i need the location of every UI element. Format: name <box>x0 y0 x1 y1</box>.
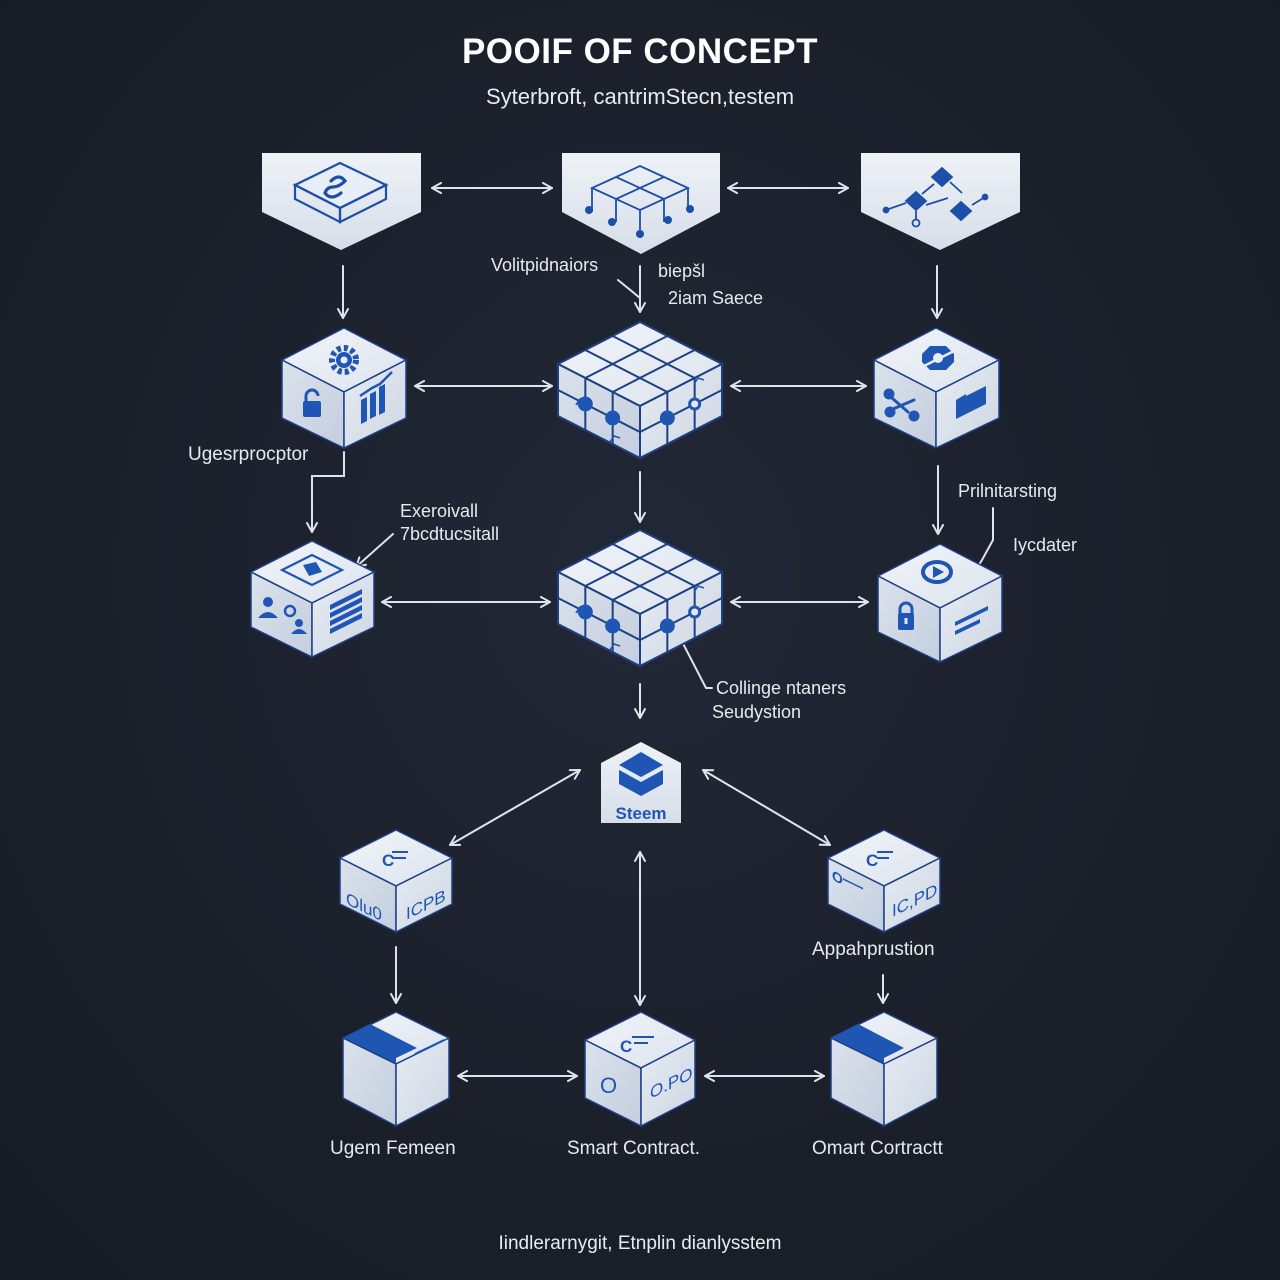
label-ugem-femeen: Ugem Femeen <box>330 1138 456 1159</box>
play-chat-icon <box>921 560 953 584</box>
node-top-left[interactable] <box>262 153 421 250</box>
users-icon <box>258 597 307 634</box>
connectors <box>306 182 994 1082</box>
bottom-center-left-text: O <box>600 1073 617 1098</box>
lock-icon <box>898 601 914 630</box>
node-mid-right[interactable] <box>872 327 1001 450</box>
node-mid-left[interactable] <box>280 327 408 450</box>
image-frame-icon <box>279 553 345 587</box>
s-token-icon <box>292 161 389 224</box>
lock-open-icon <box>303 388 321 417</box>
node-ring-left[interactable]: C Olu0 ICPB <box>338 829 454 934</box>
diagram-footer: Iindlerarnygit, Etnplin dianlysstem <box>498 1233 782 1254</box>
node-top-right[interactable] <box>861 153 1020 250</box>
folder-icon <box>956 386 986 419</box>
label-omart-cortractt: Omart Cortractt <box>812 1138 943 1159</box>
bottom-center-top-text: C <box>620 1037 632 1056</box>
label-iycdater: Iycdater <box>1013 535 1078 555</box>
diagram-subtitle: Syterbroft, cantrimStecn,testem <box>485 84 795 109</box>
label-tbcdtucsitall: 7bcdtucsitall <box>400 524 500 544</box>
node-top-center[interactable] <box>562 153 720 254</box>
text-lines-icon <box>955 606 988 635</box>
label-appahprustion: Appahprustion <box>812 939 935 960</box>
node-steem[interactable]: Steem <box>601 742 681 823</box>
flowchart-icon <box>882 166 989 228</box>
network-node-dot <box>688 397 702 411</box>
arrow-steem-left <box>449 769 581 846</box>
node-bottom-left[interactable] <box>341 1011 451 1128</box>
label-ziam-saece: 2iam Saece <box>668 288 764 308</box>
node-mid-center[interactable] <box>555 320 725 460</box>
people-network-icon <box>883 388 920 422</box>
node-ring-right[interactable]: C O IC,PD <box>826 829 942 934</box>
label-ugesrproptor: Ugesrprocptor <box>188 444 309 465</box>
network-node-dot <box>605 410 621 426</box>
grid-cube-icon <box>555 320 725 460</box>
ring-left-tiny-text <box>392 851 408 859</box>
network-node-dot <box>577 396 593 412</box>
steem-label: Steem <box>615 804 666 823</box>
list-icon <box>330 589 362 634</box>
label-collinge: Collinge ntaners <box>716 678 847 698</box>
grid-cube-icon <box>555 528 725 668</box>
node-bottom-center[interactable]: C O O.PO <box>583 1011 697 1128</box>
network-node-dot <box>577 604 593 620</box>
label-prinitarsting: Prilnitarsting <box>958 481 1058 501</box>
ring-right-top-text: C <box>866 851 878 870</box>
hex-link-icon <box>919 346 957 370</box>
node-low-right[interactable] <box>876 543 1004 664</box>
steem-cube-icon <box>619 752 663 796</box>
label-validators: Volitpidnaiors <box>491 255 599 275</box>
label-biep: biepšl <box>658 261 706 281</box>
node-low-center[interactable] <box>555 528 725 668</box>
bar-chart-icon <box>359 371 393 424</box>
arrow-mid-left-down <box>306 451 345 533</box>
network-node-dot <box>659 410 675 426</box>
ring-right-left-text: O <box>832 868 843 888</box>
network-node-dot <box>688 605 702 619</box>
ring-right-tiny-text <box>843 851 893 890</box>
label-smart-contract: Smart Contract. <box>567 1138 701 1159</box>
node-low-left[interactable] <box>249 540 376 659</box>
label-exeroivall: Exeroivall <box>400 501 479 521</box>
callout-collinge <box>675 629 713 689</box>
callout-exeroivall <box>355 533 394 568</box>
gear-icon <box>329 345 359 375</box>
network-node-dot <box>659 618 675 634</box>
label-seudystion: Seudystion <box>712 702 802 722</box>
ring-left-top-text: C <box>382 851 394 870</box>
arrow-steem-right <box>702 769 831 846</box>
diagram-title: POOIF OF CONCEPT <box>461 32 819 71</box>
network-node-dot <box>605 618 621 634</box>
bottom-center-tiny-text <box>632 1036 654 1044</box>
node-bottom-right[interactable] <box>829 1011 939 1128</box>
arrow-top-center-fork <box>617 279 641 299</box>
grid-network-icon <box>585 165 694 238</box>
